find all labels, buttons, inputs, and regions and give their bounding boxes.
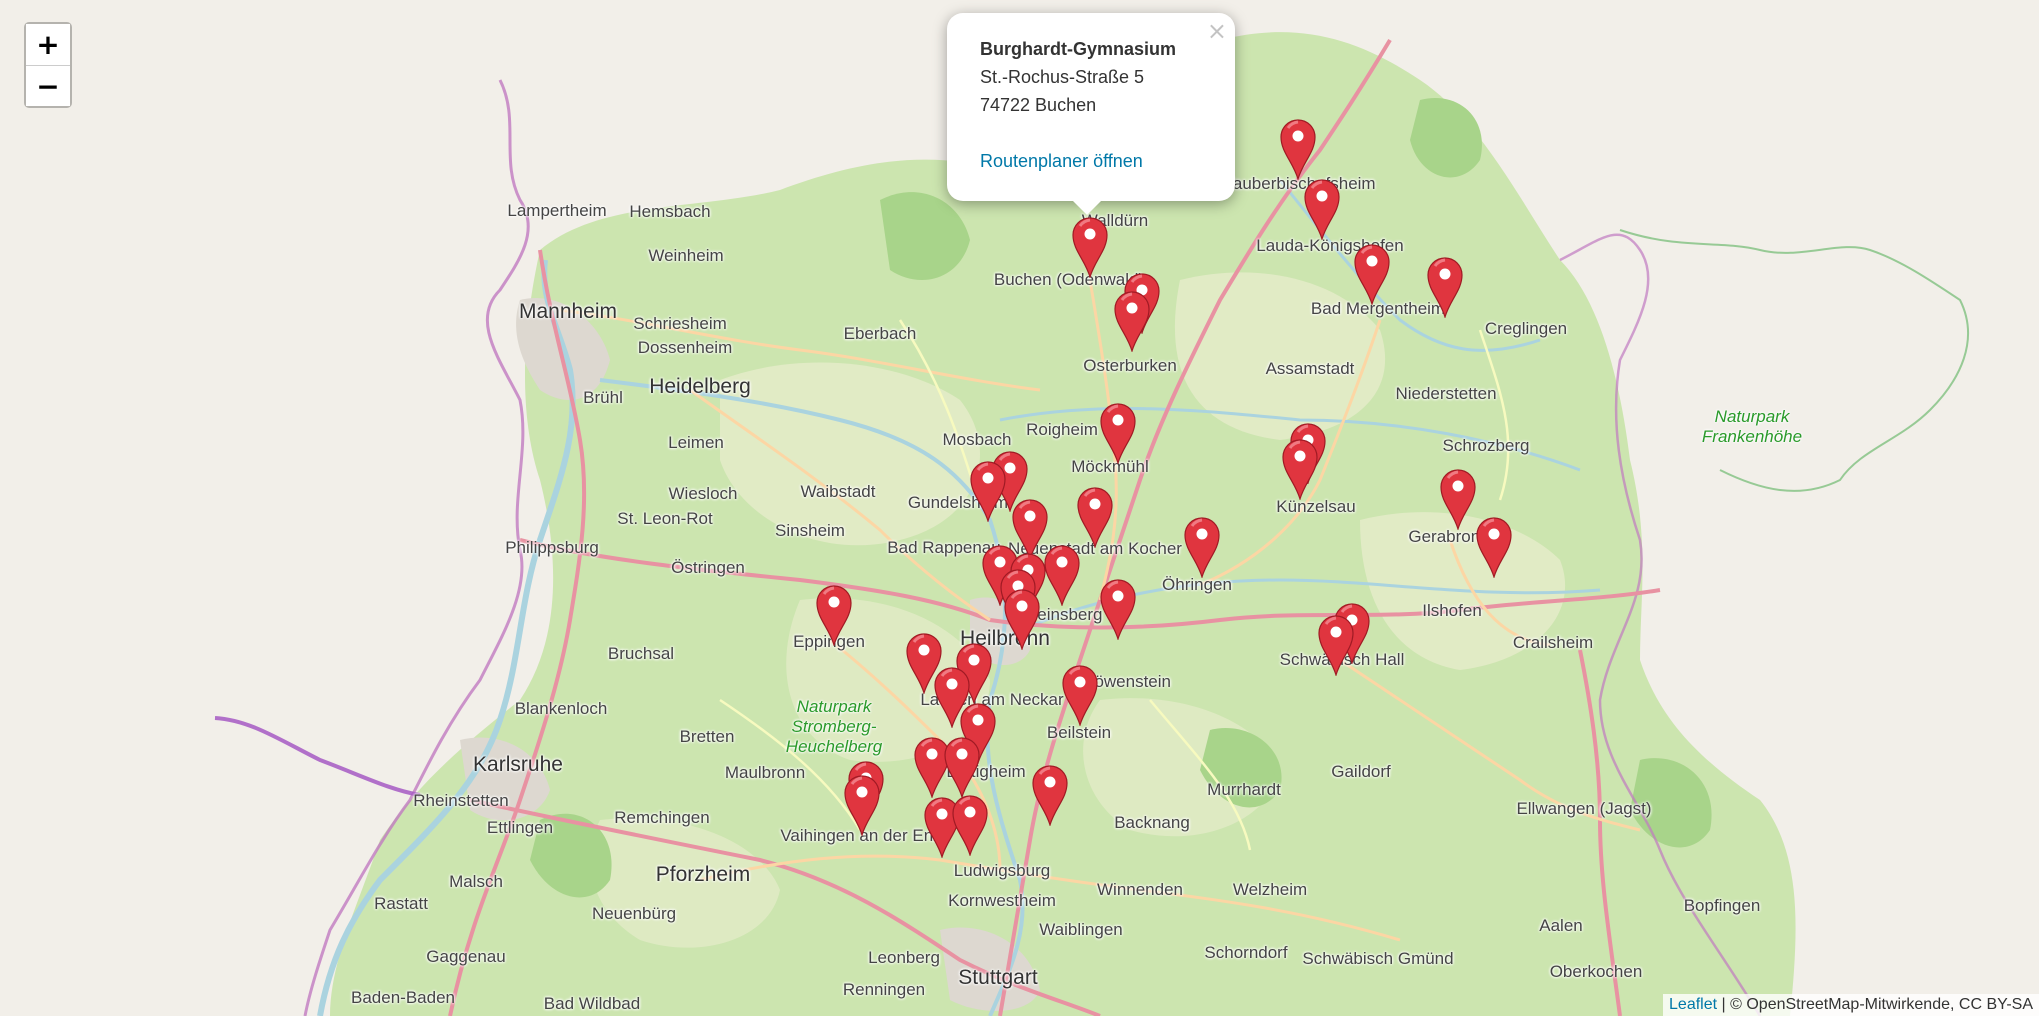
popup-tip	[1073, 201, 1101, 215]
school-marker-icon[interactable]	[1071, 216, 1109, 278]
popup-city: 74722 Buchen	[980, 95, 1097, 115]
popup-close-button[interactable]: ×	[1206, 17, 1227, 45]
school-marker-icon[interactable]	[981, 544, 1019, 606]
school-marker-icon[interactable]	[969, 460, 1007, 522]
school-marker-icon[interactable]	[955, 642, 993, 704]
school-marker-icon[interactable]	[933, 666, 971, 728]
school-marker-icon[interactable]	[1279, 118, 1317, 180]
motorway-a81	[998, 38, 1392, 1016]
zoom-out-button[interactable]: −	[26, 65, 70, 106]
school-marker-icon[interactable]	[1099, 402, 1137, 464]
rhine-river	[317, 259, 576, 1016]
school-marker-icon[interactable]	[1113, 290, 1151, 352]
school-marker-icon[interactable]	[1011, 498, 1049, 560]
school-marker-icon[interactable]	[1043, 544, 1081, 606]
school-marker-icon[interactable]	[815, 584, 853, 646]
motorway-a5	[448, 249, 587, 1016]
popup-content: Burghardt-Gymnasium St.-Rochus-Straße 5 …	[980, 35, 1176, 175]
school-marker-icon[interactable]	[1426, 256, 1464, 318]
school-marker-icon[interactable]	[1003, 588, 1041, 650]
school-marker-icon[interactable]	[1303, 178, 1341, 240]
school-marker-icon[interactable]	[1475, 516, 1513, 578]
motorway-a6	[519, 538, 1661, 630]
marker-popup: × Burghardt-Gymnasium St.-Rochus-Straße …	[947, 13, 1235, 215]
school-marker-icon[interactable]	[943, 736, 981, 798]
school-marker-icon[interactable]	[1439, 468, 1477, 530]
school-marker-icon[interactable]	[1099, 578, 1137, 640]
school-marker-icon[interactable]	[1353, 243, 1391, 305]
school-marker-icon[interactable]	[1317, 614, 1355, 676]
school-marker-icon[interactable]	[1076, 486, 1114, 548]
school-marker-icon[interactable]	[1061, 664, 1099, 726]
attribution-text: | © OpenStreetMap-Mitwirkende, CC BY-SA	[1717, 996, 2033, 1013]
school-marker-icon[interactable]	[923, 796, 961, 858]
state-border	[303, 79, 530, 1016]
motorway-a8	[469, 798, 1101, 1016]
popup-street: St.-Rochus-Straße 5	[980, 67, 1145, 87]
school-marker-icon[interactable]	[843, 774, 881, 836]
zoom-control: + −	[24, 22, 72, 108]
school-marker-icon[interactable]	[1031, 764, 1069, 826]
route-planner-link[interactable]: Routenplaner öffnen	[980, 151, 1143, 171]
map-attribution: Leaflet | © OpenStreetMap-Mitwirkende, C…	[1663, 994, 2039, 1016]
school-marker-icon[interactable]	[951, 794, 989, 856]
school-marker-icon[interactable]	[913, 736, 951, 798]
school-marker-icon[interactable]	[1281, 438, 1319, 500]
school-marker-icon[interactable]	[905, 632, 943, 694]
school-marker-icon[interactable]	[959, 702, 997, 764]
zoom-in-button[interactable]: +	[26, 24, 70, 65]
popup-school-name: Burghardt-Gymnasium	[980, 39, 1177, 59]
leaflet-link[interactable]: Leaflet	[1669, 996, 1718, 1013]
school-marker-icon[interactable]	[1183, 516, 1221, 578]
